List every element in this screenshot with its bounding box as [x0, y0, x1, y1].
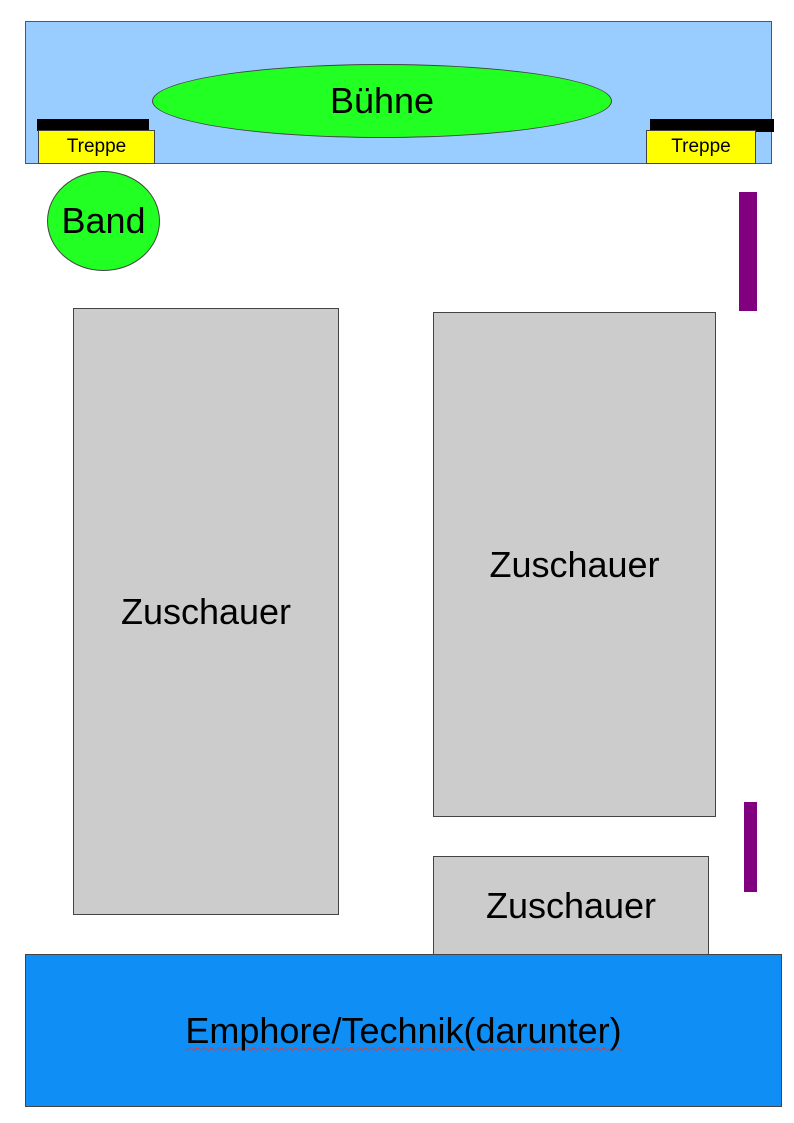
audience-left: Zuschauer [73, 308, 339, 915]
stage-label: Bühne [329, 80, 435, 121]
audience-bottom: Zuschauer [433, 856, 709, 956]
stairs-right-label: Treppe [671, 136, 731, 157]
band-label: Band [61, 200, 146, 241]
band-area: Band [47, 171, 160, 271]
audience-right: Zuschauer [433, 312, 716, 817]
gallery-technology: Emphore/Technik(darunter) [25, 954, 782, 1107]
pillar-top [739, 192, 757, 311]
pillar-bottom [744, 802, 757, 892]
stage-edge-left [37, 119, 149, 131]
gallery-label: Emphore/Technik(darunter) [185, 1009, 622, 1051]
audience-left-label: Zuschauer [120, 590, 292, 632]
stairs-left: Treppe [38, 130, 155, 164]
stage-edge-right [650, 119, 774, 132]
stage: Bühne [152, 64, 612, 138]
audience-right-label: Zuschauer [489, 543, 660, 585]
audience-bottom-label: Zuschauer [485, 885, 657, 926]
